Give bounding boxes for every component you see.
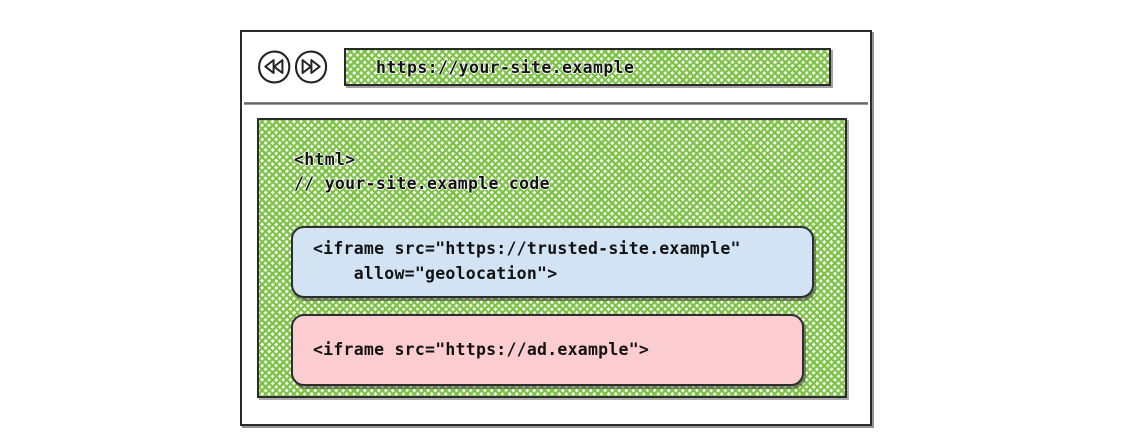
forward-button[interactable] — [293, 49, 329, 85]
back-button[interactable] — [256, 49, 292, 85]
iframe-ad-example[interactable]: <iframe src="https://ad.example"> — [291, 314, 804, 386]
iframe-trusted-site-code: <iframe src="https://trusted-site.exampl… — [313, 239, 741, 283]
page-content-frame: <html> // your-site.example code <iframe… — [257, 118, 847, 398]
browser-toolbar: https://your-site.example — [242, 32, 870, 102]
url-text: https://your-site.example — [376, 57, 635, 77]
toolbar-divider — [244, 102, 868, 105]
iframe-trusted-site[interactable]: <iframe src="https://trusted-site.exampl… — [291, 226, 814, 298]
browser-window: https://your-site.example <html> // your… — [240, 30, 872, 426]
rewind-double-left-icon — [256, 49, 292, 85]
fast-forward-double-right-icon — [293, 49, 329, 85]
iframe-ad-example-code: <iframe src="https://ad.example"> — [313, 339, 650, 359]
url-bar[interactable]: https://your-site.example — [344, 48, 831, 86]
page-source-code: <html> // your-site.example code — [294, 150, 550, 193]
